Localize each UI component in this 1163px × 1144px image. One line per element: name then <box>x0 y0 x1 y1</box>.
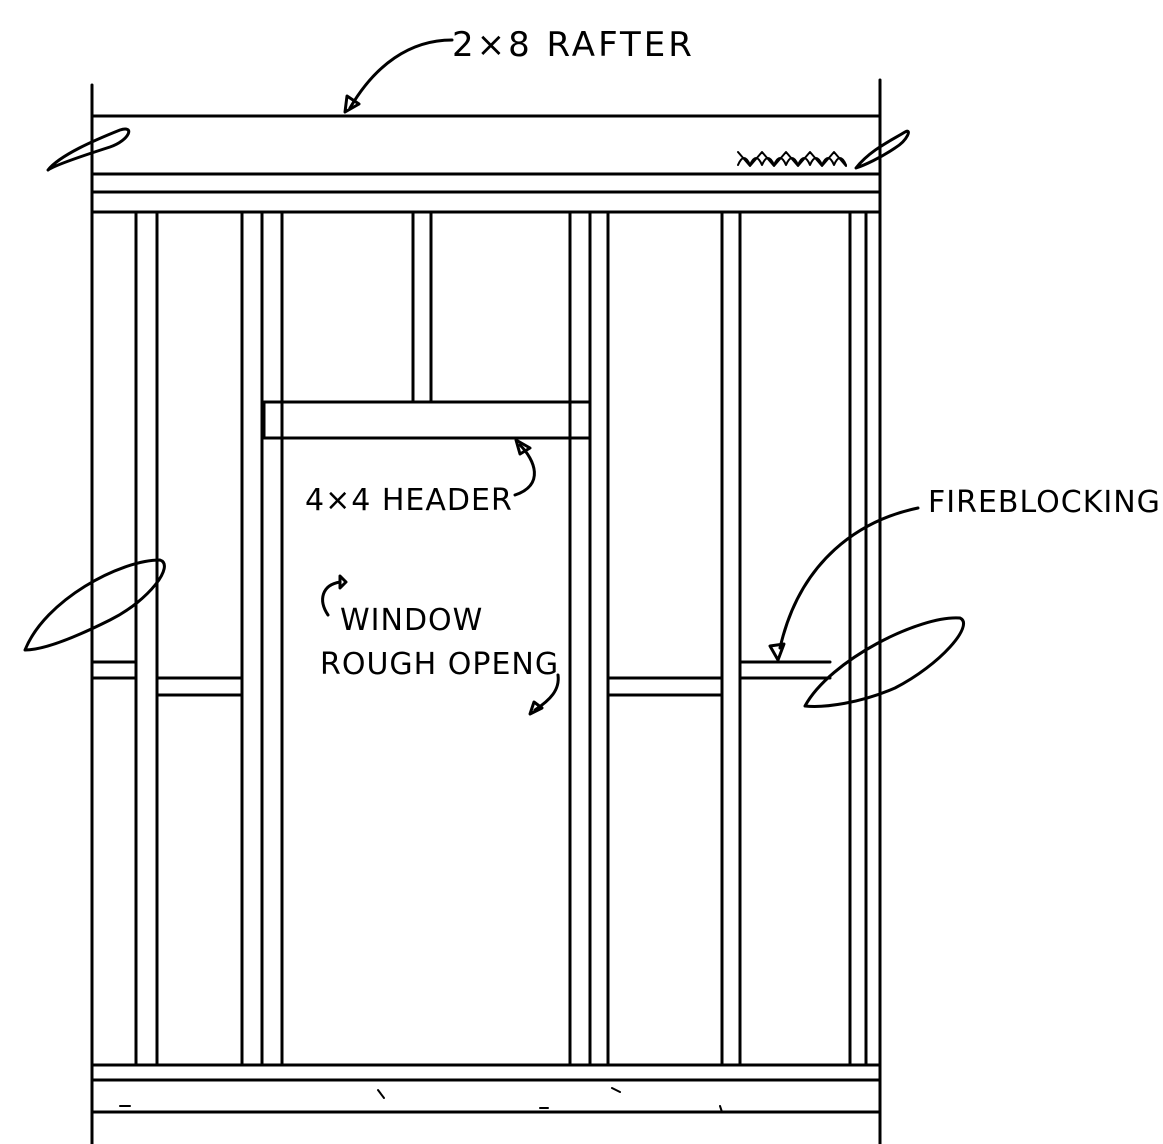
rafter-break-left <box>46 127 131 172</box>
fireblocking-label: FIREBLOCKING <box>928 485 1161 520</box>
wall-break-left <box>23 558 166 652</box>
insulation-squiggle <box>737 151 847 167</box>
studs <box>134 210 868 1067</box>
top-plate <box>90 190 882 214</box>
window-label-line1: WINDOW <box>340 603 483 638</box>
leader-arrows <box>321 38 920 716</box>
rafter-label: 2×8 RAFTER <box>452 25 695 65</box>
bottom-plate <box>90 1063 882 1114</box>
fireblocking-members <box>90 660 832 697</box>
header-label: 4×4 HEADER <box>305 483 513 518</box>
header-block <box>262 400 592 440</box>
wall-outline <box>90 78 882 1144</box>
rafter <box>90 114 882 176</box>
rafter-break-right <box>854 129 910 170</box>
window-label-line2: ROUGH OPENG <box>320 647 559 682</box>
wall-break-right <box>803 616 965 708</box>
